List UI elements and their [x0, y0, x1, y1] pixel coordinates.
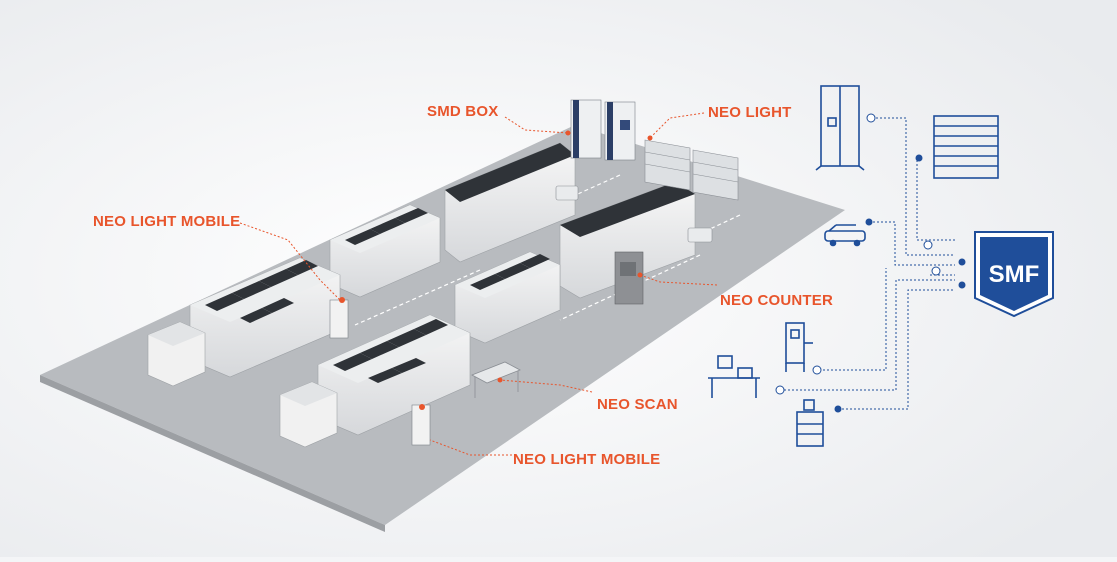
counter-node: [812, 365, 822, 375]
lower-oven-top: [560, 182, 695, 237]
label-neo-counter: NEO COUNTER: [720, 292, 834, 309]
smf-label: SMF: [989, 261, 1040, 288]
floor-carts: [555, 185, 713, 243]
agv-node: [865, 218, 873, 226]
neo-light-racks: [644, 139, 739, 201]
storage-tower-icon: [815, 85, 865, 171]
rack-node: [915, 154, 923, 162]
callout-leaders: [239, 112, 718, 456]
lower-placement-machines: [317, 251, 561, 436]
printer-station-icon: [796, 399, 824, 447]
label-smd-box: SMD BOX: [427, 103, 499, 120]
rack-cart-icon: [933, 115, 999, 179]
scan-node: [775, 385, 785, 395]
lower-production-line: [279, 181, 696, 448]
smf-shield-icon: [974, 231, 1054, 318]
neo-scan-desk: [471, 361, 521, 398]
label-neo-light-mobile-bottom: NEO LIGHT MOBILE: [513, 451, 661, 468]
printer-node: [834, 405, 842, 413]
label-neo-scan: NEO SCAN: [597, 396, 678, 413]
upper-oven-top: [445, 143, 575, 202]
agv-vehicle-icon: [824, 224, 866, 247]
scan-desk-icon: [708, 355, 760, 398]
upper-production-line: [147, 142, 576, 387]
label-neo-light-mobile-top: NEO LIGHT MOBILE: [93, 213, 241, 230]
storage-node: [866, 113, 876, 123]
upper-placement-machines: [189, 204, 441, 378]
floor-edge: [40, 375, 385, 532]
smd-box-towers: [570, 99, 636, 161]
mobile-light-stands: [329, 297, 431, 446]
neo-counter-machine: [614, 251, 644, 305]
label-neo-light: NEO LIGHT: [708, 104, 792, 121]
counter-station-icon: [785, 322, 813, 372]
callout-dots: [497, 130, 653, 383]
